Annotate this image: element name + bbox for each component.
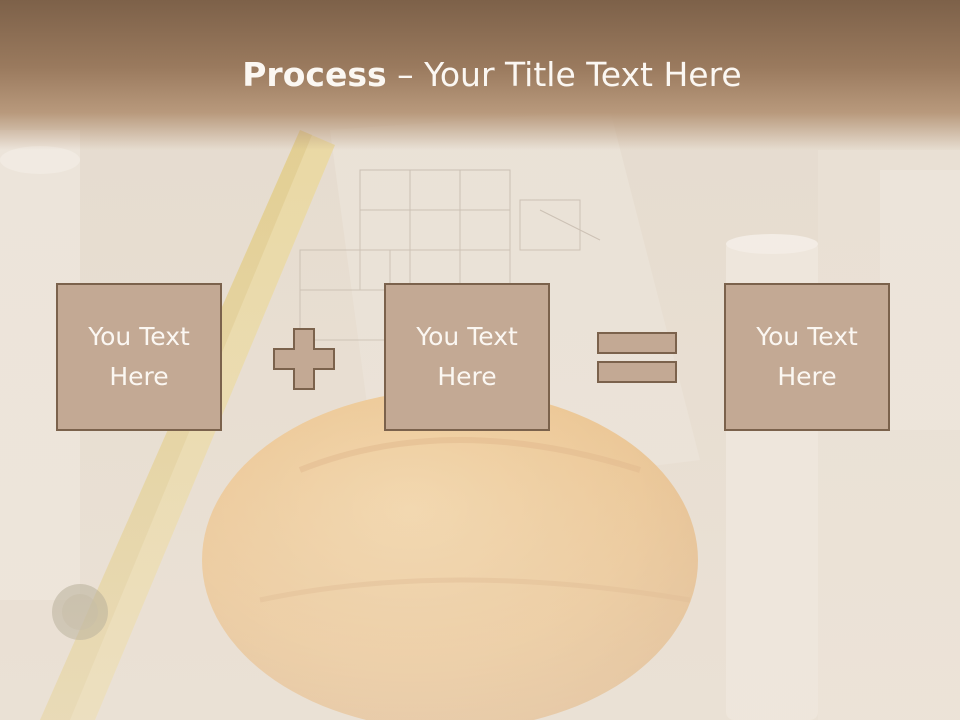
process-box-2[interactable]: You Text Here (384, 283, 550, 431)
process-box-3-label: You Text Here (756, 322, 858, 391)
slide-title: Process – Your Title Text Here (0, 54, 960, 96)
process-box-1-label: You Text Here (88, 322, 190, 391)
process-box-1[interactable]: You Text Here (56, 283, 222, 431)
equals-icon (597, 332, 677, 383)
title-bold: Process (242, 55, 387, 94)
title-rest: – Your Title Text Here (386, 55, 742, 94)
process-box-3[interactable]: You Text Here (724, 283, 890, 431)
title-bar (0, 0, 960, 150)
process-box-2-label: You Text Here (416, 322, 518, 391)
plus-icon (273, 328, 335, 390)
